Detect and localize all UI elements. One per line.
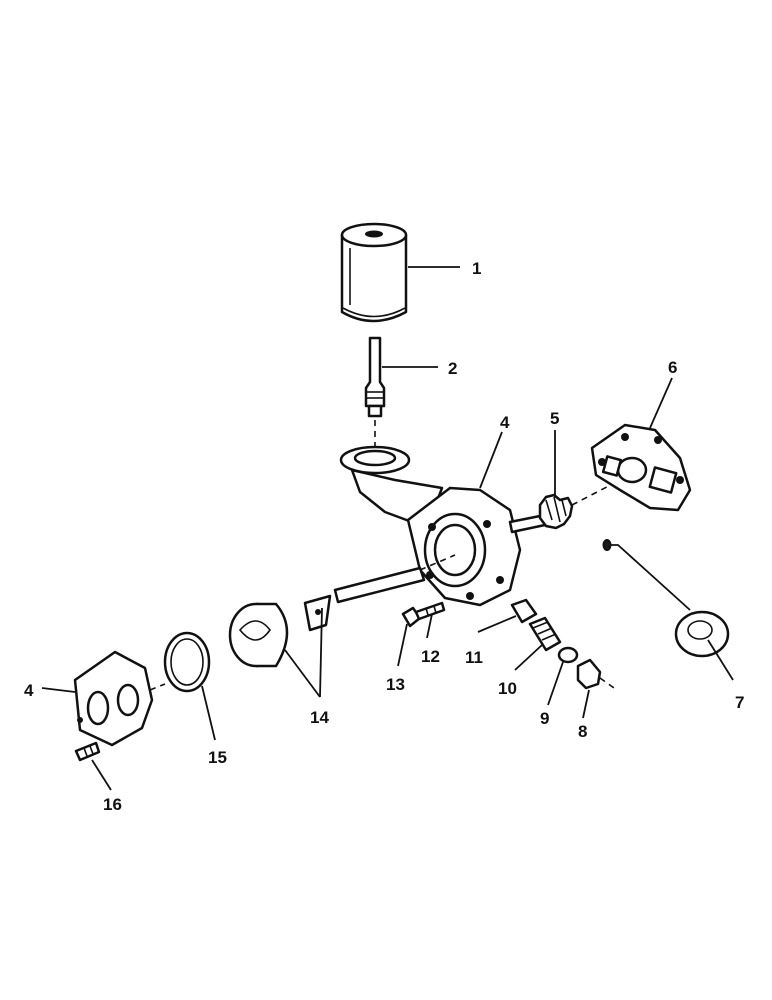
- cover-screw: [74, 741, 101, 762]
- pump-bolt: [401, 601, 446, 628]
- callout-12: 12: [421, 647, 440, 666]
- callout-10: 10: [498, 679, 517, 698]
- callout-8: 8: [578, 722, 587, 741]
- callout-14: 14: [310, 708, 329, 727]
- callout-16: 16: [103, 795, 122, 814]
- drive-gear: [538, 474, 631, 530]
- callout-9: 9: [540, 709, 549, 728]
- callout-labels: 1 2 4 5 6 4 7 8 9 10 11 12 13 14 15 16: [24, 259, 744, 814]
- callout-2: 2: [448, 359, 457, 378]
- relief-valve: [510, 598, 615, 690]
- callout-1: 1: [472, 259, 481, 278]
- callout-13: 13: [386, 675, 405, 694]
- callout-7: 7: [735, 693, 744, 712]
- callout-4-body: 4: [500, 413, 510, 432]
- callout-11: 11: [465, 648, 483, 667]
- callout-5: 5: [550, 409, 559, 428]
- pump-rotor-shaft: [228, 554, 456, 668]
- oil-filter: [340, 222, 408, 323]
- suction-tube: [602, 539, 730, 658]
- callout-6: 6: [668, 358, 677, 377]
- callout-4-cover: 4: [24, 681, 34, 700]
- oil-pump-body: [339, 445, 547, 607]
- callout-leaders: [41, 266, 734, 791]
- o-ring: [163, 631, 211, 693]
- pump-cover: [73, 650, 166, 747]
- gasket: [590, 423, 692, 512]
- callout-15: 15: [208, 748, 227, 767]
- filter-stud: [364, 336, 386, 448]
